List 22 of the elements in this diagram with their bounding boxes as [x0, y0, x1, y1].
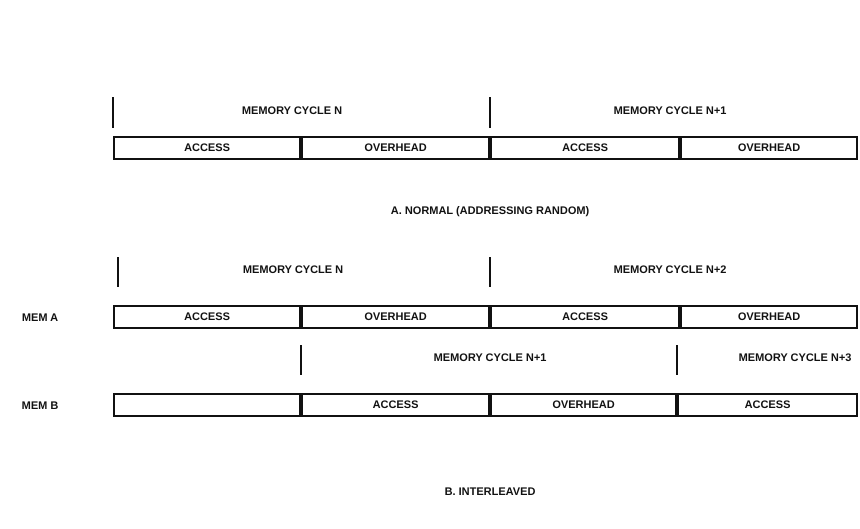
cycle-label: MEMORY CYCLE N+1: [614, 105, 726, 117]
cycle-label: MEMORY CYCLE N: [242, 264, 344, 276]
timing-segment: OVERHEAD: [301, 136, 490, 160]
diagram-caption: B. INTERLEAVED: [444, 486, 536, 498]
row-label: MEM B: [22, 400, 58, 412]
timing-segment: OVERHEAD: [490, 393, 677, 417]
timing-segment: ACCESS: [490, 136, 680, 160]
timing-segment: ACCESS: [113, 305, 301, 329]
cycle-label: MEMORY CYCLE N+3: [738, 352, 852, 364]
cycle-label: MEMORY CYCLE N: [242, 105, 342, 117]
row-label: MEM A: [22, 312, 58, 324]
timing-segment: ACCESS: [490, 305, 680, 329]
timing-segment: OVERHEAD: [680, 305, 858, 329]
timing-segment: ACCESS: [677, 393, 858, 417]
cycle-label: MEMORY CYCLE N+2: [614, 264, 726, 276]
timing-segment: OVERHEAD: [301, 305, 490, 329]
timing-segment: ACCESS: [301, 393, 490, 417]
cycle-label: MEMORY CYCLE N+1: [434, 352, 546, 364]
diagram-caption: A. NORMAL (ADDRESSING RANDOM): [390, 205, 590, 217]
timing-segment: OVERHEAD: [680, 136, 858, 160]
timing-segment: ACCESS: [113, 136, 301, 160]
timing-segment: [113, 393, 301, 417]
